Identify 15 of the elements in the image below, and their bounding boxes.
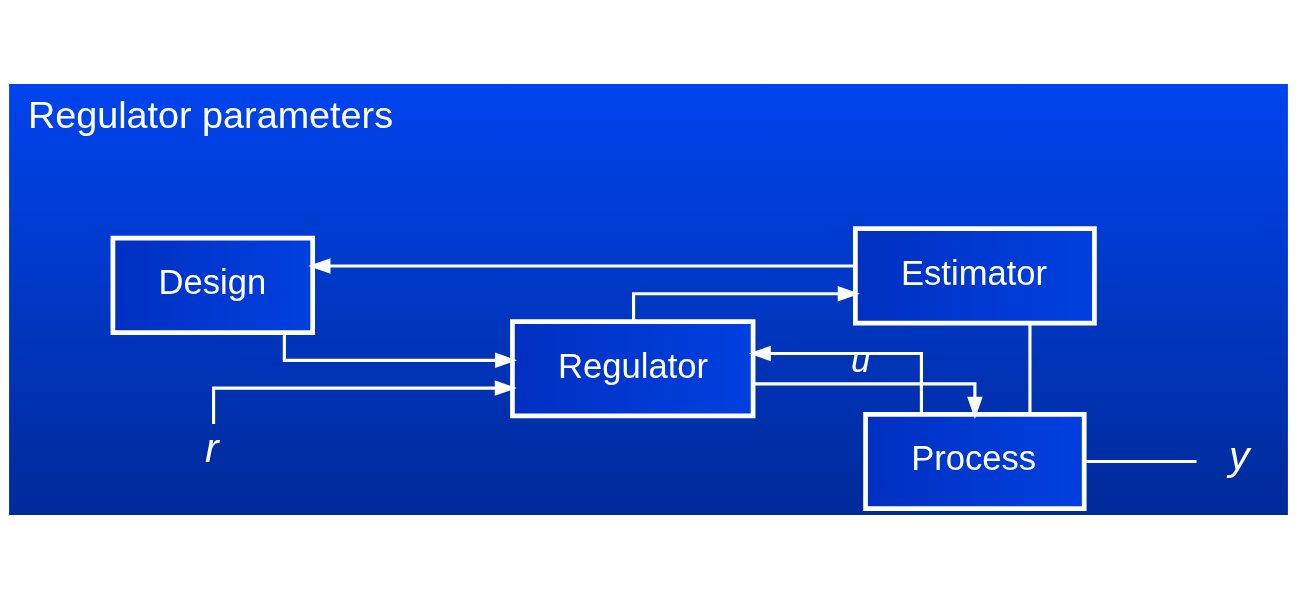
connector <box>1028 322 1032 414</box>
node-box: Regulator <box>510 318 756 418</box>
node-box: Design <box>110 235 316 335</box>
node-box: Estimator <box>853 225 1097 325</box>
arrow <box>308 257 855 274</box>
node-text: r <box>204 424 219 471</box>
label: Regulator parameters <box>27 93 394 136</box>
arrow <box>212 379 517 424</box>
arrow <box>748 345 923 414</box>
node-box: Process <box>863 411 1087 511</box>
arrow <box>753 381 983 419</box>
arrow <box>632 285 860 321</box>
arrow <box>282 332 518 368</box>
connector <box>1084 459 1197 463</box>
node-text: y <box>1228 432 1250 479</box>
